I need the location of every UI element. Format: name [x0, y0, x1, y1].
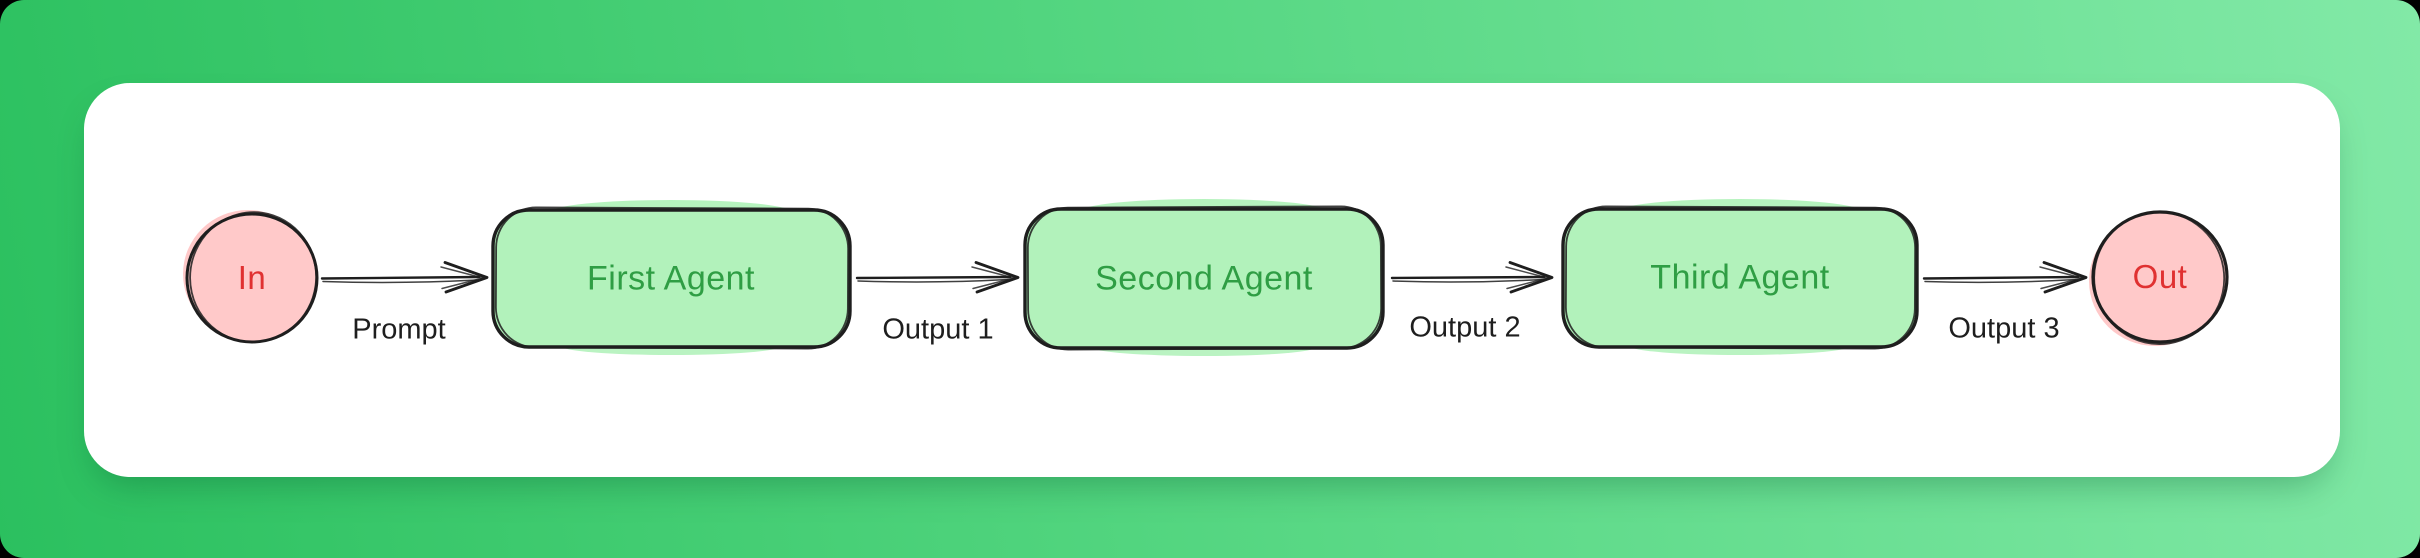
edge-output-2-label: Output 2	[1409, 311, 1521, 344]
edge-output-3-label: Output 3	[1948, 312, 2060, 345]
edge-output-1-arrow	[855, 261, 1020, 294]
edge-output-1-label: Output 1	[882, 313, 994, 346]
node-second-agent-label: Second Agent	[1095, 259, 1313, 298]
edge-output-3-arrow	[1922, 261, 2088, 294]
node-first-agent-shape	[491, 200, 852, 355]
node-out-label: Out	[2132, 258, 2188, 295]
edge-output-2-arrow	[1390, 261, 1554, 294]
node-out-shape	[2089, 210, 2229, 346]
edge-prompt-label: Prompt	[352, 313, 446, 346]
node-third-agent-label: Third Agent	[1650, 258, 1830, 297]
edge-prompt-arrow	[320, 261, 489, 294]
node-in-shape	[183, 210, 319, 344]
node-third-agent-shape	[1561, 199, 1919, 355]
node-second-agent-shape	[1023, 199, 1385, 356]
node-in-label: In	[237, 259, 267, 296]
node-first-agent-label: First Agent	[586, 259, 756, 298]
